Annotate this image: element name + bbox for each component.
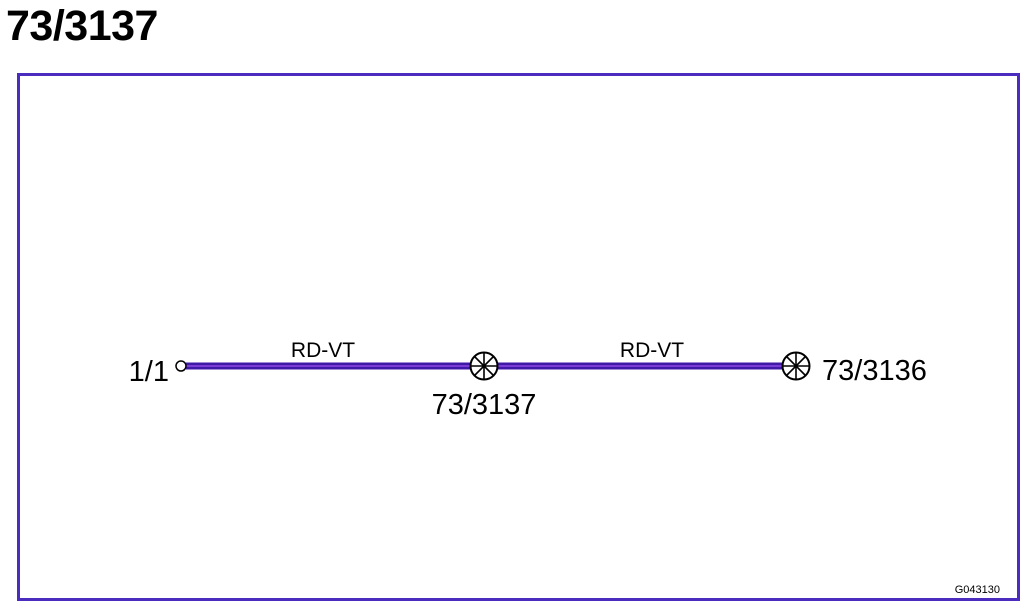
connector-2-label: 73/3136: [822, 355, 927, 387]
page-title: 73/3137: [6, 2, 158, 50]
wire-segment-2-label: RD-VT: [620, 339, 684, 362]
connector-star-icon[interactable]: [781, 351, 811, 381]
terminal-open-circle-icon: [175, 360, 187, 372]
connector-star-icon[interactable]: [469, 351, 499, 381]
start-node-label: 1/1: [129, 356, 169, 388]
wire-segment-1-label: RD-VT: [291, 339, 355, 362]
diagram-frame: [17, 73, 1020, 601]
figure-code: G043130: [955, 584, 1000, 596]
connector-1-label: 73/3137: [432, 389, 537, 421]
